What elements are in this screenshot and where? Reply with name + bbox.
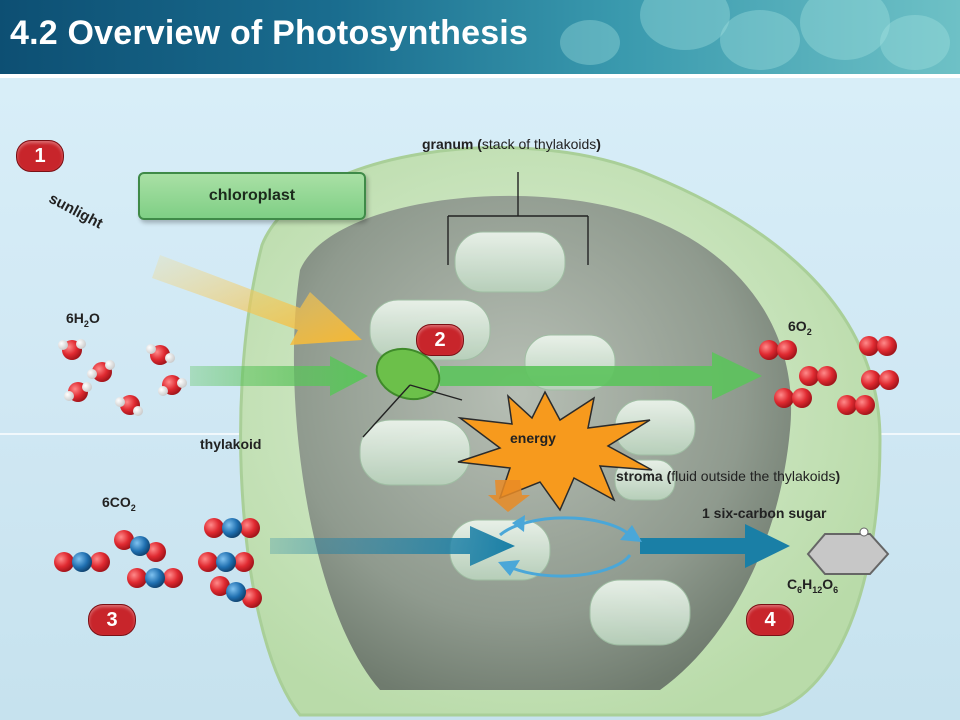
blue-carbon-arrows bbox=[270, 524, 790, 568]
oxygen-coefficient: 6 bbox=[788, 318, 796, 334]
granum-bracket bbox=[447, 172, 589, 265]
stroma-close: ) bbox=[835, 468, 841, 484]
water-formula: 6H2O bbox=[66, 310, 100, 329]
oxygen-subscript: 2 bbox=[806, 326, 812, 337]
stroma-label: stroma (fluid outside the thylakoids) bbox=[616, 468, 840, 484]
oxygen-symbol: O bbox=[795, 318, 807, 334]
granum-label: granum (stack of thylakoids) bbox=[422, 136, 601, 152]
calvin-cycle bbox=[498, 515, 642, 578]
green-light-arrows bbox=[190, 352, 762, 400]
sunlight-arrow bbox=[152, 255, 362, 345]
header-texture bbox=[880, 15, 950, 70]
sugar-label: 1 six-carbon sugar bbox=[702, 505, 827, 521]
water-hydrogen-subscript: 2 bbox=[83, 318, 89, 329]
energy-label: energy bbox=[510, 430, 556, 446]
glucose-oxygen: O bbox=[822, 576, 834, 592]
step-badge-3: 3 bbox=[88, 604, 136, 636]
glucose-hydrogen-subscript: 12 bbox=[812, 584, 823, 595]
water-coefficient: 6 bbox=[66, 310, 74, 326]
stroma-term: stroma ( bbox=[616, 468, 672, 484]
header-texture bbox=[800, 0, 890, 60]
thylakoid-pointer bbox=[362, 384, 463, 438]
chloroplast-label: chloroplast bbox=[138, 172, 366, 220]
co2-subscript: 2 bbox=[130, 502, 136, 513]
glucose-hydrogen: H bbox=[802, 576, 813, 592]
oxygen-formula: 6O2 bbox=[788, 318, 812, 337]
thylakoid-label: thylakoid bbox=[200, 436, 262, 452]
glucose-carbon: C bbox=[787, 576, 798, 592]
glucose-carbon-subscript: 6 bbox=[797, 584, 803, 595]
sugar-hexagon bbox=[806, 533, 890, 575]
co2-formula: 6CO2 bbox=[102, 494, 136, 513]
step-badge-4: 4 bbox=[746, 604, 794, 636]
granum-description: stack of thylakoids bbox=[481, 136, 597, 152]
water-oxygen: O bbox=[88, 310, 100, 326]
glucose-oxygen-subscript: 6 bbox=[833, 584, 839, 595]
header-divider bbox=[0, 74, 960, 78]
granum-close: ) bbox=[596, 136, 601, 152]
step-badge-1: 1 bbox=[16, 140, 64, 172]
water-hydrogen: H bbox=[73, 310, 84, 326]
header-bar: 4.2 Overview of Photosynthesis bbox=[0, 0, 960, 74]
water-molecules bbox=[58, 339, 187, 416]
stroma-description: fluid outside the thylakoids bbox=[671, 468, 836, 484]
header-texture bbox=[560, 20, 620, 65]
energy-flow-arrow bbox=[488, 480, 530, 512]
oxygen-molecules bbox=[759, 336, 899, 415]
step-badge-2: 2 bbox=[416, 324, 464, 356]
header-texture bbox=[720, 10, 800, 70]
page-title: 4.2 Overview of Photosynthesis bbox=[10, 14, 529, 52]
co2-coefficient: 6 bbox=[102, 494, 110, 510]
granum-term: granum ( bbox=[422, 136, 482, 152]
co2-molecules bbox=[54, 518, 262, 608]
glucose-formula: C6H12O6 bbox=[787, 576, 838, 595]
co2-symbol: CO bbox=[109, 494, 131, 510]
